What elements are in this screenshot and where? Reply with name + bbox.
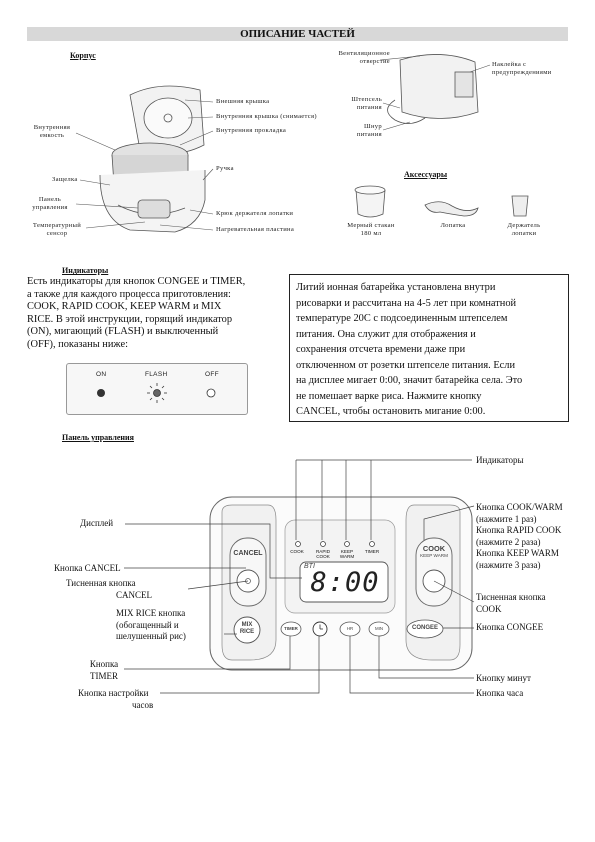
spatula-holder-label: Держатель лопатки	[507, 222, 541, 237]
congee-callout: Кнопка CONGEE	[476, 622, 544, 632]
inner-lid-label: Внутренняя крышка (снимается)	[216, 113, 317, 120]
display-callout: Дисплей	[80, 518, 114, 528]
indicators-title: Индикаторы	[62, 266, 109, 275]
spatula-label: Лопатка	[440, 222, 466, 229]
cancel-button-callout: Кнопка CANCEL	[54, 563, 121, 573]
timer-callout: Кнопка TIMER	[89, 659, 119, 681]
control-panel-title: Панель управления	[62, 433, 134, 442]
cancel-button[interactable]: CANCEL	[233, 550, 263, 557]
on-state-label: ON	[96, 371, 107, 378]
minute-callout: Кнопку минут	[476, 673, 531, 683]
cook-warm-callout: Кнопка COOK/WARM (нажмите 1 раз) Кнопка …	[476, 502, 563, 570]
embossed-cancel-callout: Тисненная кнопка CANCEL	[66, 578, 152, 600]
display-tag: BTI	[304, 563, 315, 570]
measuring-cup-label: Мерный стакан 180 мл	[347, 222, 395, 237]
on-indicator-icon	[97, 389, 105, 397]
hour-callout: Кнопка часа	[476, 688, 524, 698]
outer-lid-label: Внешняя крышка	[216, 98, 270, 105]
timer-button[interactable]: TIMER	[284, 626, 298, 631]
warning-sticker-label: Наклейка с предупреждениями	[492, 61, 552, 76]
rapid-cook-indicator-led	[320, 541, 326, 547]
keep-warm-button-label[interactable]: KEEP WARM	[420, 553, 448, 558]
mix-rice-button[interactable]: MIX RICE	[239, 622, 255, 635]
temp-sensor-label: Температурный сенсор	[32, 222, 82, 237]
mix-rice-callout: MIX RICE кнопка (обогащенный и шелушенны…	[116, 608, 186, 641]
off-state-label: OFF	[205, 371, 219, 378]
body-section-title: Корпус	[70, 51, 96, 60]
indicator-states-box	[66, 363, 248, 415]
control-panel-label: Панель управления	[32, 196, 68, 211]
hour-button[interactable]: HR	[346, 626, 354, 631]
vent-label: Вентиляционное отверстие	[338, 50, 390, 65]
cord-label: Шнур питания	[356, 123, 382, 138]
inner-gasket-label: Внутренняя прокладка	[216, 127, 287, 134]
indicators-description: Есть индикаторы для кнопок CONGEE и TIME…	[27, 276, 246, 350]
cook-indicator-led	[295, 541, 301, 547]
battery-note: Литий ионная батарейка установлена внутр…	[289, 274, 569, 422]
panel-display: 8:00	[310, 567, 380, 598]
indicators-callout: Индикаторы	[476, 455, 524, 465]
latch-label: Защелка	[52, 176, 78, 183]
flash-state-label: FLASH	[145, 371, 168, 378]
timer-indicator-label: TIMER	[364, 549, 380, 554]
plug-label: Штепсель питания	[351, 96, 382, 111]
cook-indicator-label: COOK	[290, 549, 304, 554]
inner-pot-label: Внутренняя емкость	[33, 124, 71, 139]
keep-warm-indicator-label: KEEP WARM	[339, 549, 355, 559]
keep-warm-indicator-led	[344, 541, 350, 547]
timer-indicator-led	[369, 541, 375, 547]
accessories-title: Аксессуары	[404, 170, 448, 179]
heating-plate-label: Нагревательная пластина	[216, 226, 295, 233]
flash-indicator-icon	[147, 383, 167, 403]
handle-label: Ручка	[216, 165, 234, 172]
embossed-cook-callout: Тисненная кнопка COOK	[476, 592, 546, 614]
off-indicator-icon	[206, 388, 216, 398]
rapid-cook-indicator-label: RAPID COOK	[315, 549, 331, 559]
congee-button[interactable]: CONGEE	[411, 625, 438, 631]
clock-set-callout: Кнопка настройки часов	[78, 688, 154, 710]
page-title: ОПИСАНИЕ ЧАСТЕЙ	[27, 27, 568, 41]
minute-button[interactable]: MIN	[374, 626, 384, 631]
cook-button[interactable]: COOK	[422, 544, 446, 553]
spatula-hook-label: Крюк держателя лопатки	[216, 210, 294, 217]
